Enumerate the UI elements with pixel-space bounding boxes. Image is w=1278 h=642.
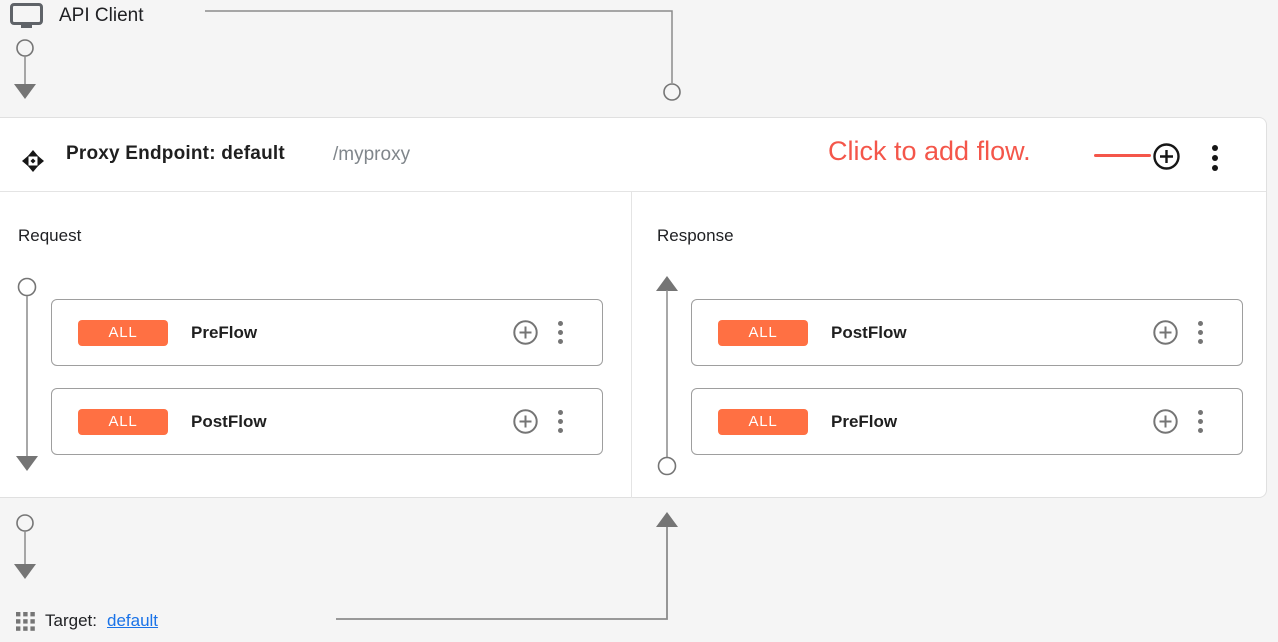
proxy-endpoint-basepath: /myproxy	[333, 144, 411, 165]
add-flow-button[interactable]	[1152, 142, 1181, 171]
flow-card-response-preflow[interactable]: ALL PreFlow	[691, 388, 1243, 455]
condition-badge: ALL	[78, 408, 168, 435]
column-divider	[631, 192, 632, 498]
apps-grid-icon	[16, 611, 35, 631]
proxy-endpoint-header[interactable]: Proxy Endpoint: default /myproxy Click t…	[0, 118, 1266, 192]
proxy-endpoint-icon	[22, 150, 44, 172]
flow-card-request-postflow[interactable]: ALL PostFlow	[51, 388, 603, 455]
add-policy-button[interactable]	[512, 319, 539, 346]
add-policy-button[interactable]	[1152, 408, 1179, 435]
monitor-icon	[10, 3, 43, 28]
condition-badge: ALL	[78, 319, 168, 346]
flow-name: PreFlow	[191, 322, 258, 342]
add-flow-annotation: Click to add flow.	[828, 136, 1031, 166]
circled-plus-icon	[513, 409, 538, 434]
condition-badge: ALL	[718, 408, 808, 435]
circled-plus-icon	[1153, 409, 1178, 434]
condition-badge: ALL	[718, 319, 808, 346]
annotation-pointer-line	[1094, 154, 1151, 157]
target-connectors	[14, 512, 678, 620]
flow-connectors	[16, 276, 678, 476]
flow-name: PreFlow	[831, 411, 898, 431]
flow-name: PostFlow	[831, 322, 907, 342]
request-column-label: Request	[18, 226, 82, 245]
api-client-connectors	[14, 10, 681, 101]
proxy-endpoint-title: Proxy Endpoint: default	[66, 143, 285, 164]
endpoint-menu-button[interactable]	[1212, 145, 1218, 171]
add-policy-button[interactable]	[1152, 319, 1179, 346]
flow-menu-button[interactable]	[1198, 321, 1203, 344]
flow-name: PostFlow	[191, 411, 267, 431]
circled-plus-icon	[1153, 320, 1178, 345]
response-column-label: Response	[657, 226, 734, 245]
circled-plus-icon	[513, 320, 538, 345]
flow-menu-button[interactable]	[558, 410, 563, 433]
flow-card-request-preflow[interactable]: ALL PreFlow	[51, 299, 603, 366]
proxy-endpoint-panel: Proxy Endpoint: default /myproxy Click t…	[0, 117, 1267, 498]
circled-plus-icon	[1153, 143, 1180, 170]
target-label: Target:	[45, 611, 97, 630]
api-client-label: API Client	[59, 5, 144, 26]
flow-menu-button[interactable]	[558, 321, 563, 344]
flow-card-response-postflow[interactable]: ALL PostFlow	[691, 299, 1243, 366]
target-row: Target: default	[16, 609, 158, 633]
flow-menu-button[interactable]	[1198, 410, 1203, 433]
target-default-link[interactable]: default	[106, 611, 159, 630]
add-policy-button[interactable]	[512, 408, 539, 435]
